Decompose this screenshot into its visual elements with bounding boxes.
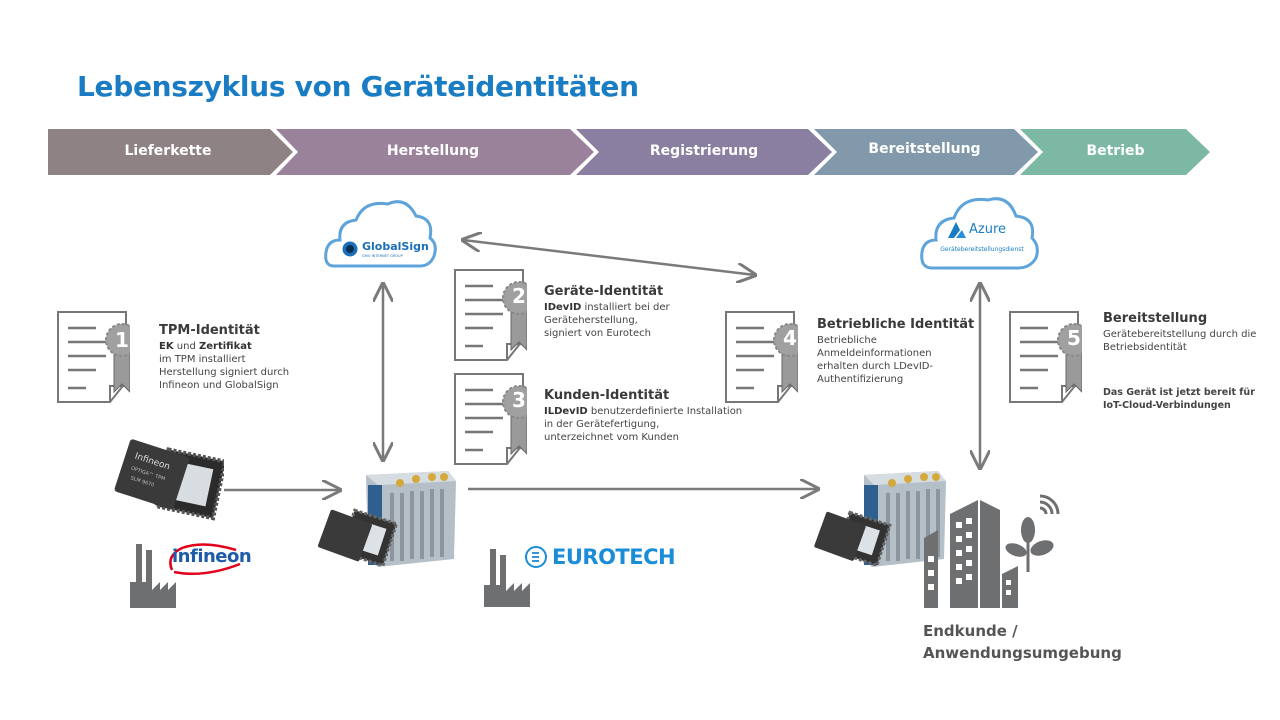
end-customer-line: Anwendungsumgebung <box>923 644 1122 662</box>
card-line: Betriebliche <box>817 335 877 346</box>
card-line: Gerätebereitstellung durch die <box>1103 329 1257 340</box>
card-customer-identity: 3 Kunden-Identität ILDevID benutzerdefin… <box>453 372 742 470</box>
card-line: Herstellung signiert durch <box>159 367 290 378</box>
card-text: IDevID installiert bei der Geräteherstel… <box>544 301 744 340</box>
card-line: in der Gerätefertigung, <box>544 419 660 430</box>
globalsign-logo-text: GlobalSign <box>362 240 429 253</box>
arrow-globalsign-azure <box>463 240 755 275</box>
azure-service-text: Gerätebereitstellungsdienst <box>940 246 1024 253</box>
azure-logo-text: Azure <box>969 222 1007 237</box>
card-line: Geräteherstellung, <box>544 315 638 326</box>
card-operational-identity: 4 Betriebliche Identität Betriebliche An… <box>724 310 974 408</box>
factory-icon <box>484 549 530 607</box>
page-title: Lebenszyklus von Geräteidentitäten <box>77 70 639 103</box>
phase-chevron-lieferkette <box>48 129 293 175</box>
end-customer-line: Endkunde / <box>923 622 1018 640</box>
certificate-icon <box>454 373 536 465</box>
certificate-icon <box>1009 311 1091 403</box>
card-title: Betriebliche Identität <box>817 317 975 332</box>
card-number: 3 <box>512 388 526 412</box>
card-bold: ILDevID <box>544 406 588 417</box>
phase-chevron-herstellung <box>276 129 594 175</box>
phase-chevron-bereitstellung <box>814 129 1038 175</box>
eurotech-logo-text: EUROTECH <box>552 545 676 569</box>
card-bold: IDevID <box>544 302 582 313</box>
eurotech-factory: EUROTECH <box>480 545 680 610</box>
card-line: Infineon und GlobalSign <box>159 380 279 391</box>
note-line: Das Gerät ist jetzt bereit für <box>1103 387 1255 398</box>
globalsign-sub-text: GMO INTERNET GROUP <box>362 254 403 258</box>
card-line: erhalten durch LDevID- <box>817 361 934 372</box>
card-device-identity: 2 Geräte-Identität IDevID installiert be… <box>453 268 670 366</box>
globalsign-cloud: GlobalSign GMO INTERNET GROUP <box>322 194 437 274</box>
chip-icon <box>114 439 228 521</box>
certificate-icon <box>725 311 807 403</box>
infineon-logo-text: infineon <box>172 546 252 567</box>
gateway-device-image-endcustomer <box>808 463 958 573</box>
gateway-icon <box>814 471 946 568</box>
card-title: TPM-Identität <box>159 323 260 338</box>
card-line: Authentifizierung <box>817 374 904 385</box>
card-line: im TPM installiert <box>159 354 246 365</box>
infineon-factory: infineon <box>126 540 252 610</box>
card-text: ILDevID benutzerdefinierte Installation … <box>544 405 764 444</box>
city-buildings-icon <box>924 500 1054 608</box>
card-number: 2 <box>512 284 526 308</box>
card-bold: EK <box>159 341 174 352</box>
end-customer-city <box>920 490 1070 615</box>
phase-label-registrierung: Registrierung <box>649 143 759 159</box>
phase-chevron-betrieb <box>1020 129 1210 175</box>
phase-label-betrieb: Betrieb <box>1086 143 1145 159</box>
eurotech-logo-icon <box>525 546 547 568</box>
card-bold: Zertifikat <box>198 341 252 352</box>
card-line: Anmeldeinformationen <box>817 348 932 359</box>
phase-chevrons <box>48 129 1210 175</box>
card-title: Geräte-Identität <box>544 284 664 299</box>
card-number: 4 <box>783 326 797 350</box>
infineon-logo-swoosh <box>169 543 241 576</box>
certificate-icon <box>454 269 536 361</box>
gateway-icon <box>318 471 456 568</box>
gateway-device-image <box>318 463 468 573</box>
lifecycle-phase-bar: Lieferkette Herstellung Registrierung Be… <box>48 129 1213 175</box>
note-line: IoT-Cloud-Verbindungen <box>1103 400 1231 411</box>
wireless-signal-icon <box>1039 494 1060 515</box>
card-number: 5 <box>1067 326 1081 350</box>
certificate-icon <box>57 311 139 403</box>
card-text: Betriebliche Anmeldeinformationen erhalt… <box>817 334 987 386</box>
factory-icon <box>130 544 176 608</box>
card-line: installiert bei der <box>581 302 670 313</box>
cloud-icon <box>920 197 1039 270</box>
phase-label-bereitstellung: Bereitstellung <box>868 141 981 157</box>
card-title: Bereitstellung <box>1103 311 1208 326</box>
card-title: Kunden-Identität <box>544 388 670 403</box>
card-provisioning: 5 Bereitstellung Gerätebereitstellung du… <box>1008 310 1256 411</box>
tpm-chip-image: Infineon OPTIGA™ TPM SLM 9670 <box>112 437 228 522</box>
cloud-icon <box>324 200 437 268</box>
card-tpm-identity: 1 TPM-Identität EK und Zertifikat im TPM… <box>56 310 289 408</box>
card-line: Betriebsidentität <box>1103 342 1187 353</box>
phase-label-lieferkette: Lieferkette <box>124 143 212 159</box>
card-line: unterzeichnet vom Kunden <box>544 432 679 443</box>
card-line: benutzerdefinierte Installation <box>587 406 743 417</box>
azure-cloud: Azure Gerätebereitstellungsdienst <box>918 190 1043 272</box>
card-line: signiert von Eurotech <box>544 328 651 339</box>
card-number: 1 <box>115 328 129 352</box>
phase-label-herstellung: Herstellung <box>386 143 480 159</box>
ready-note: Das Gerät ist jetzt bereit für IoT-Cloud… <box>1103 386 1273 412</box>
card-text: Gerätebereitstellung durch die Betriebsi… <box>1103 328 1273 354</box>
end-customer-label: Endkunde / Anwendungsumgebung <box>923 620 1122 664</box>
phase-chevron-registrierung <box>576 129 832 175</box>
card-text: EK und Zertifikat im TPM installiert Her… <box>159 340 329 392</box>
